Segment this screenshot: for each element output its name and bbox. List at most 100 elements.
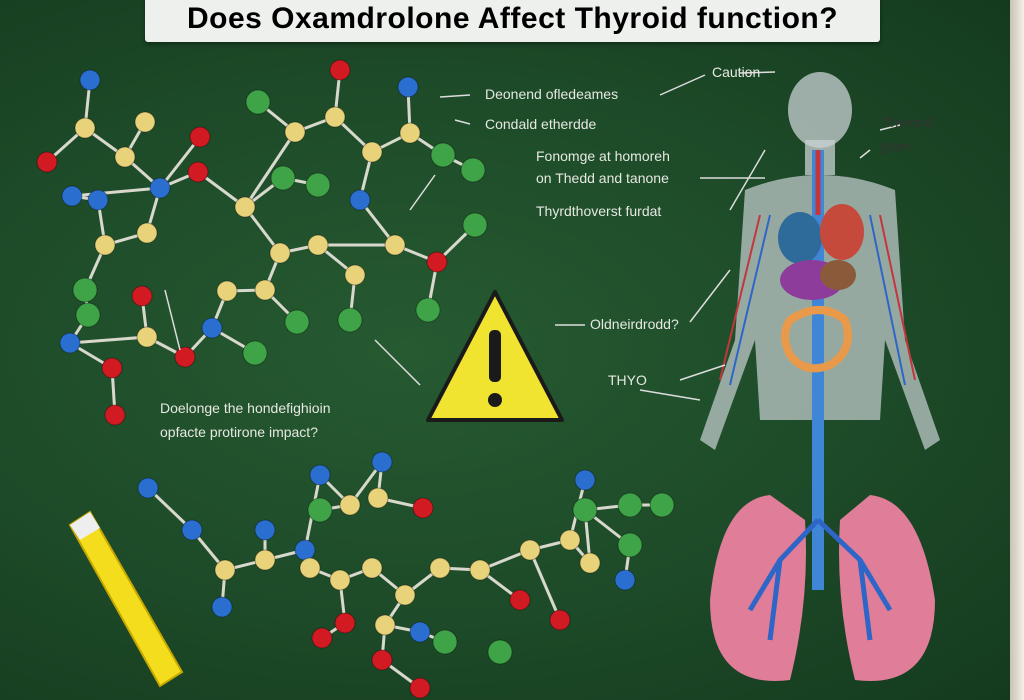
molecule-atom [75, 302, 101, 328]
label-annotation: THYO [608, 372, 647, 388]
title-banner: Does Oxamdrolone Affect Thyroid function… [145, 0, 880, 42]
label-annotation: Caution [712, 64, 761, 80]
molecule-atom [397, 76, 419, 98]
molecule-atom [519, 539, 541, 561]
molecule-bond [69, 335, 148, 345]
page-title: Does Oxamdrolone Affect Thyroid function… [186, 2, 839, 35]
molecule-atom [412, 497, 434, 519]
molecule-atom [189, 126, 211, 148]
molecule-atom [79, 69, 101, 91]
molecule-atom [432, 629, 458, 655]
label-annotation: opfacte protirone impact? [160, 424, 318, 440]
molecule-atom [337, 307, 363, 333]
molecule-atoms [36, 59, 675, 699]
molecule-atom [579, 552, 601, 574]
molecule-atom [460, 157, 486, 183]
molecule-atom [462, 212, 488, 238]
molecule-atom [409, 621, 431, 643]
molecule-atom [149, 177, 171, 199]
molecule-atom [309, 464, 331, 486]
molecule-atom [367, 487, 389, 509]
syringe-icon [68, 510, 184, 688]
molecule-atom [430, 142, 456, 168]
molecule-atom [574, 469, 596, 491]
molecule-atom [242, 340, 268, 366]
label-annotation: on Thedd and tanone [536, 170, 669, 186]
molecule-atom [394, 584, 416, 606]
molecule-atom [254, 279, 276, 301]
molecule-bond [243, 131, 297, 208]
molecule-atom [344, 264, 366, 286]
molecule-bond [528, 549, 562, 621]
molecule-atom [254, 519, 276, 541]
molecule-atom [334, 612, 356, 634]
molecule-atom [136, 222, 158, 244]
molecule-atom [254, 549, 276, 571]
molecule-atom [137, 477, 159, 499]
molecule-atom [134, 111, 156, 133]
molecule-atom [559, 529, 581, 551]
human-body-icon [700, 72, 940, 681]
molecule-atom [572, 497, 598, 523]
molecule-atom [234, 196, 256, 218]
molecule-atom [104, 404, 126, 426]
molecule-atom [324, 106, 346, 128]
molecule-atom [371, 451, 393, 473]
molecule-atom [617, 492, 643, 518]
molecule-atom [509, 589, 531, 611]
molecule-atom [399, 122, 421, 144]
molecule-atom [114, 146, 136, 168]
molecule-bond [71, 186, 161, 198]
label-annotation: Fonomge at homoreh [536, 148, 670, 164]
label-annotation: Condald etherdde [485, 116, 597, 132]
molecule-atom [269, 242, 291, 264]
molecule-atom [305, 172, 331, 198]
molecule-atom [614, 569, 636, 591]
molecule-atom [59, 332, 81, 354]
board-frame [1010, 0, 1024, 700]
label-annotation: Thyrdthoverst furdat [536, 203, 662, 219]
molecule-atom [216, 280, 238, 302]
molecule-atom [307, 234, 329, 256]
molecule-atom [361, 557, 383, 579]
molecule-atom [384, 234, 406, 256]
molecule-atom [94, 234, 116, 256]
label-annotation: Oldneirdrodd? [590, 316, 679, 332]
molecule-atom [311, 627, 333, 649]
label-annotation: glam [880, 138, 911, 154]
molecule-atom [294, 539, 316, 561]
molecule-atom [429, 557, 451, 579]
molecule-atom [61, 185, 83, 207]
molecule-atom [487, 639, 513, 665]
label-annotation: Thyrond [882, 114, 934, 130]
molecule-atom [181, 519, 203, 541]
molecule-atom [245, 89, 271, 115]
molecule-atom [211, 596, 233, 618]
molecule-atom [349, 189, 371, 211]
molecule-atom [87, 189, 109, 211]
molecule-atom [284, 121, 306, 143]
molecule-bond [158, 136, 202, 189]
molecule-atom [361, 141, 383, 163]
molecule-atom [187, 161, 209, 183]
molecule-atom [329, 59, 351, 81]
molecule-atom [270, 165, 296, 191]
label-annotation: Deonend ofledeames [485, 86, 619, 102]
molecule-atom [409, 677, 431, 699]
warning-icon [426, 290, 564, 422]
molecule-atom [284, 309, 310, 335]
molecule-atom [74, 117, 96, 139]
molecule-atom [174, 346, 196, 368]
molecule-atom [201, 317, 223, 339]
molecule-atom [36, 151, 58, 173]
molecule-atom [329, 569, 351, 591]
molecule-atom [549, 609, 571, 631]
molecule-atom [339, 494, 361, 516]
molecule-atom [214, 559, 236, 581]
molecule-atom [72, 277, 98, 303]
molecule-atom [617, 532, 643, 558]
molecule-atom [415, 297, 441, 323]
pointer-lines [164, 71, 901, 401]
molecule-atom [426, 251, 448, 273]
